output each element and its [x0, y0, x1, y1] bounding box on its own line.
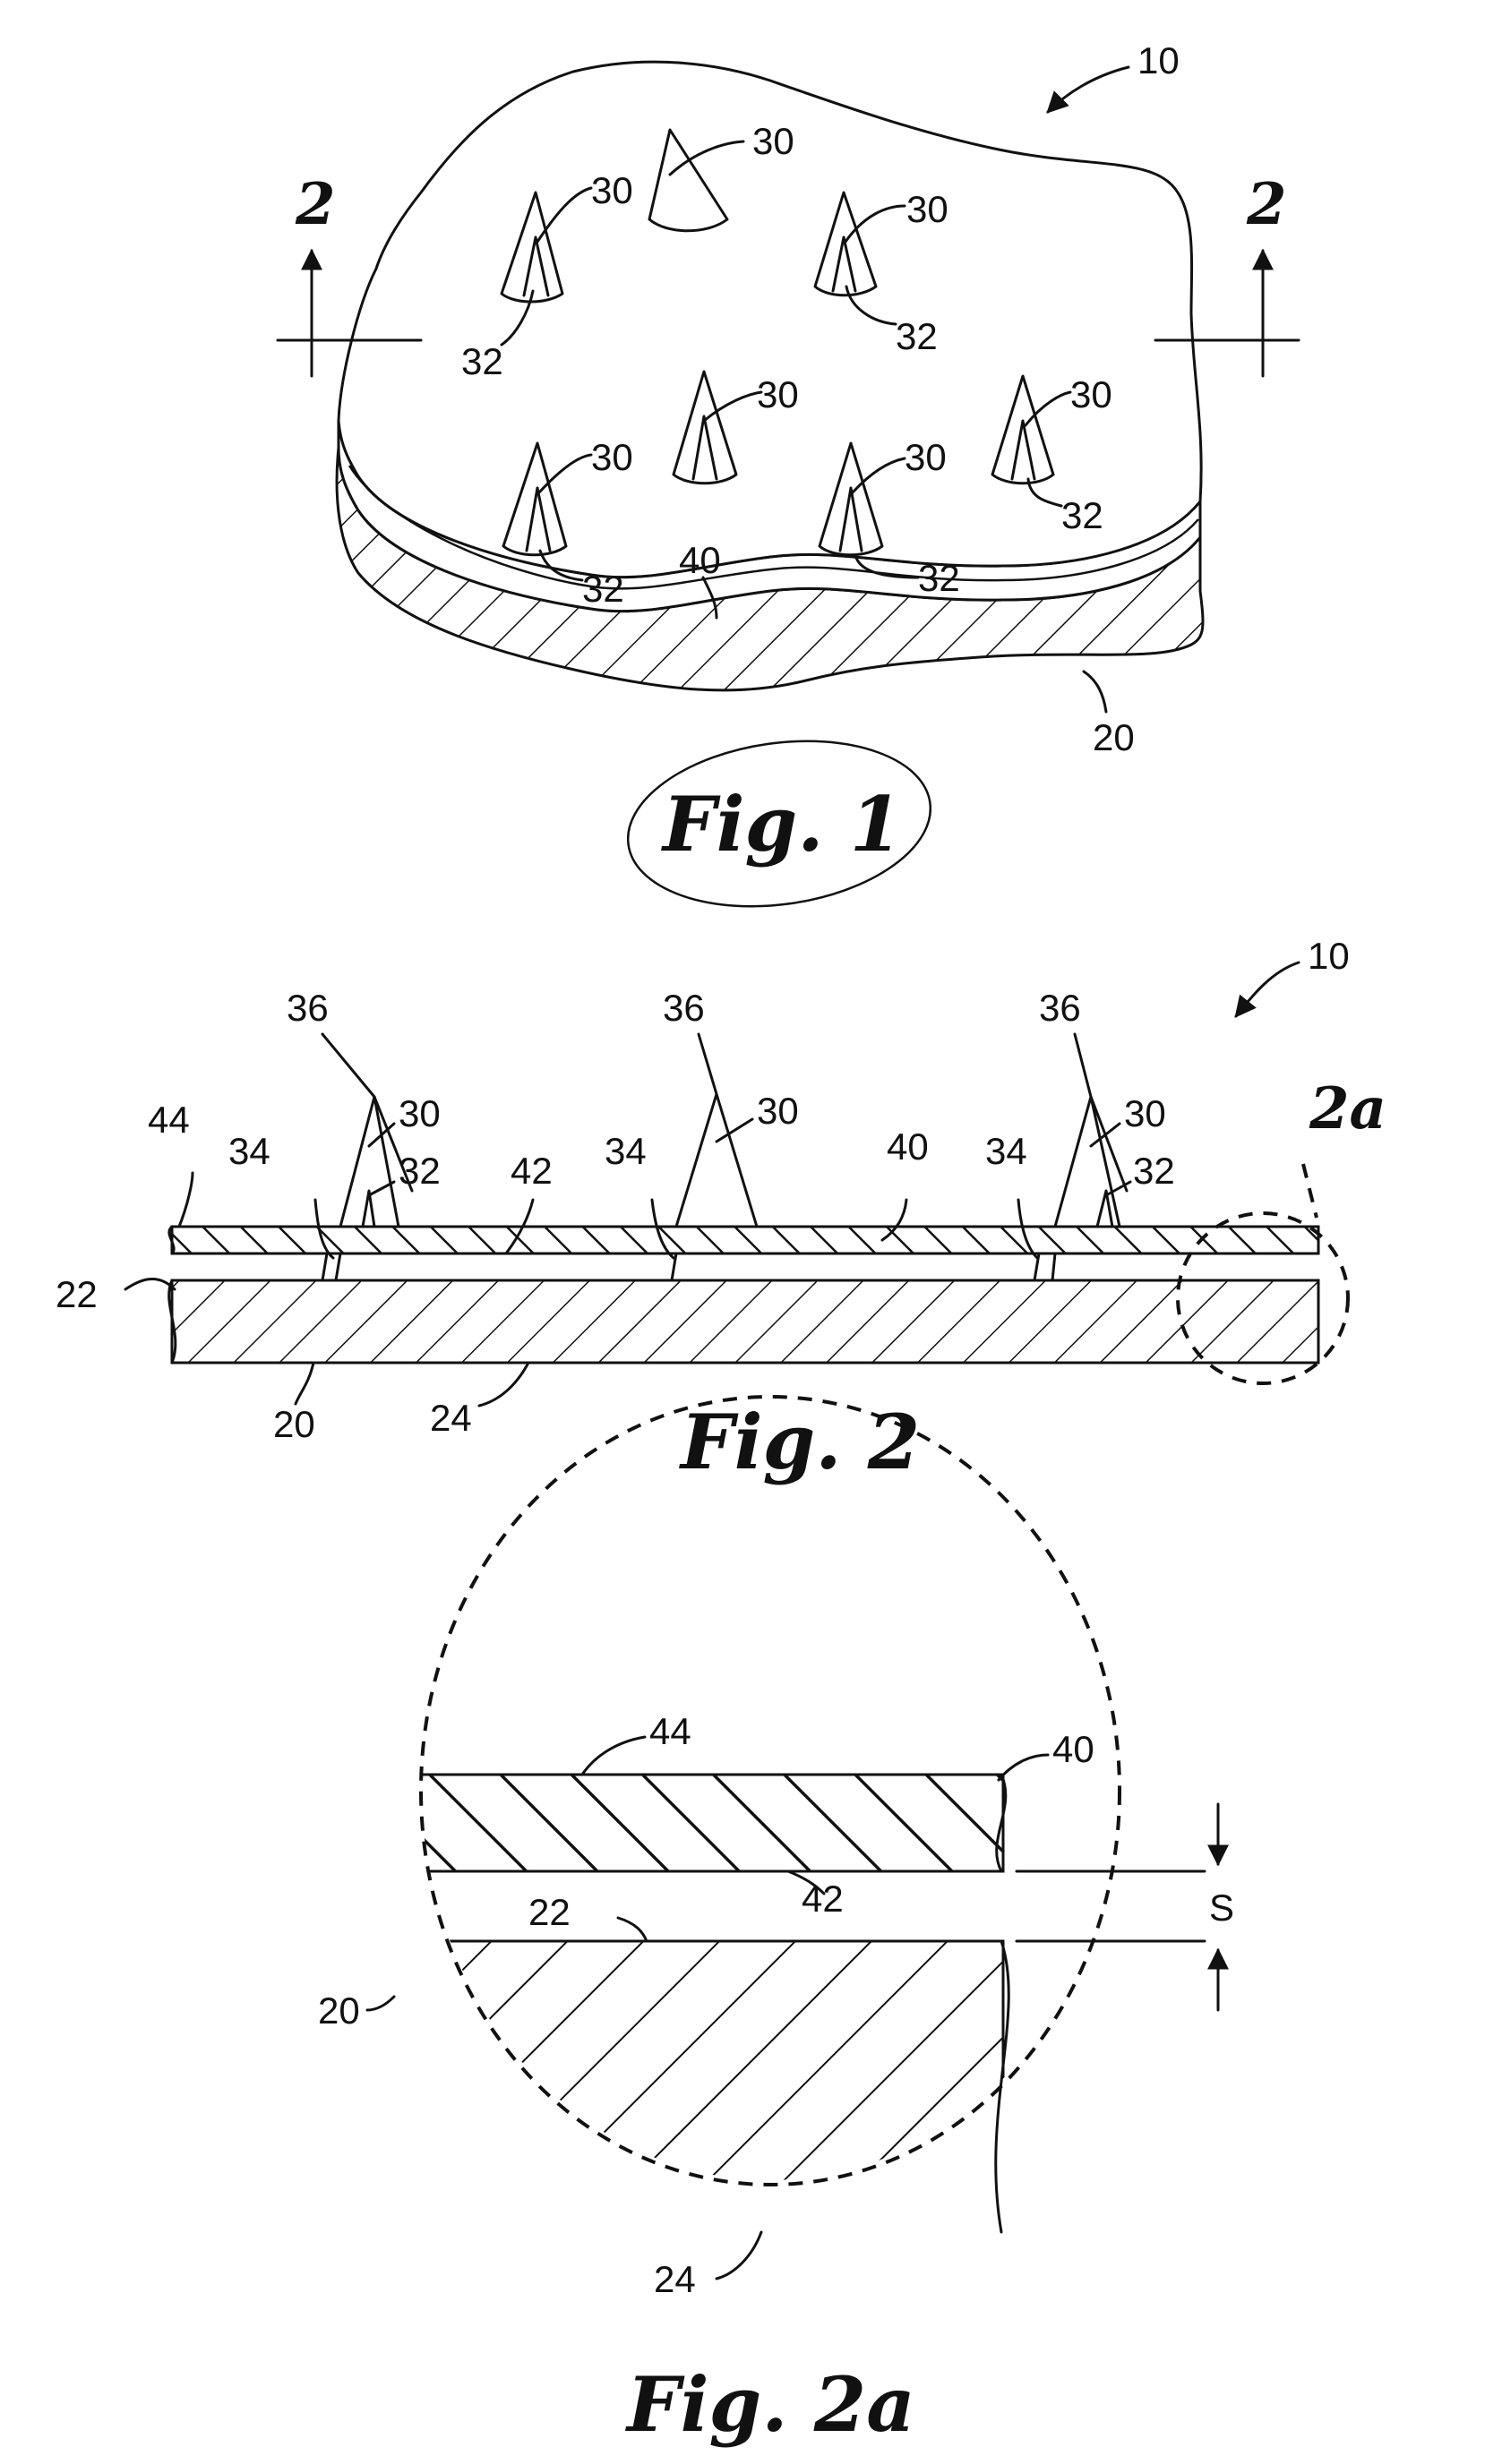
fig1-label-30: 30 [591, 169, 633, 211]
fig2-label-36: 36 [1039, 987, 1081, 1029]
fig1-label-30: 30 [757, 373, 799, 415]
fig2a-label-42: 42 [802, 1878, 844, 1920]
fig2-label-10: 10 [1308, 935, 1350, 977]
fig1-label-32: 32 [896, 315, 938, 357]
fig2a-label-S: S [1209, 1886, 1234, 1929]
fig2-label-36: 36 [287, 987, 329, 1029]
fig2a-caption: Fig. 2a [625, 2360, 915, 2449]
fig2-label-36: 36 [663, 987, 705, 1029]
fig2-base-layer [172, 1280, 1318, 1363]
svg-text:2: 2 [1246, 171, 1287, 238]
fig2-label-30: 30 [1124, 1092, 1166, 1134]
fig2-detail-mark: 2a [1309, 1075, 1386, 1142]
figure-2: 10 36 36 36 30 30 30 32 32 34 34 34 44 4… [56, 935, 1386, 1486]
fig1-label-30: 30 [905, 436, 947, 478]
fig2-membrane-layer [172, 1227, 1318, 1253]
fig2-label-24: 24 [430, 1397, 472, 1439]
fig2a-base-layer [394, 1941, 1003, 2232]
fig1-label-30: 30 [1070, 373, 1112, 415]
fig2-label-34: 34 [985, 1130, 1027, 1172]
fig1-label-32: 32 [461, 340, 503, 382]
svg-text:2: 2 [295, 171, 336, 238]
fig2-caption: Fig. 2 [679, 1398, 920, 1486]
fig1-label-30: 30 [752, 120, 794, 162]
fig2-label-22: 22 [56, 1273, 98, 1315]
fig2-label-44: 44 [148, 1099, 190, 1141]
fig1-label-20: 20 [1093, 716, 1135, 758]
figure-1: 10 30 30 30 30 30 30 30 32 32 32 32 32 4… [278, 39, 1299, 925]
fig2-label-40: 40 [887, 1125, 929, 1168]
fig2a-label-20: 20 [318, 1989, 360, 2032]
fig2-label-42: 42 [511, 1150, 553, 1192]
fig1-label-40: 40 [679, 539, 721, 581]
fig1-label-32: 32 [918, 557, 960, 599]
fig2a-label-24: 24 [654, 2258, 696, 2300]
fig1-label-10: 10 [1137, 39, 1180, 81]
fig2-label-30: 30 [757, 1090, 799, 1132]
fig1-label-30: 30 [591, 436, 633, 478]
figure-2a: S 44 40 42 22 20 24 Fig. 2a [318, 1397, 1234, 2449]
fig2a-membrane-layer [394, 1775, 1003, 1871]
fig2-label-20: 20 [273, 1403, 315, 1445]
fig1-label-30: 30 [906, 188, 948, 230]
fig2a-label-40: 40 [1052, 1728, 1094, 1770]
fig2-label-32: 32 [1133, 1150, 1175, 1192]
fig2a-label-22: 22 [528, 1891, 571, 1933]
fig2-label-32: 32 [399, 1150, 441, 1192]
fig1-label-32: 32 [582, 568, 624, 610]
fig2-label-30: 30 [399, 1092, 441, 1134]
fig1-label-32: 32 [1061, 494, 1103, 536]
fig1-caption: Fig. 1 [661, 780, 902, 868]
fig2a-label-44: 44 [649, 1710, 691, 1752]
fig2-label-34: 34 [605, 1130, 647, 1172]
fig2-label-34: 34 [228, 1130, 270, 1172]
